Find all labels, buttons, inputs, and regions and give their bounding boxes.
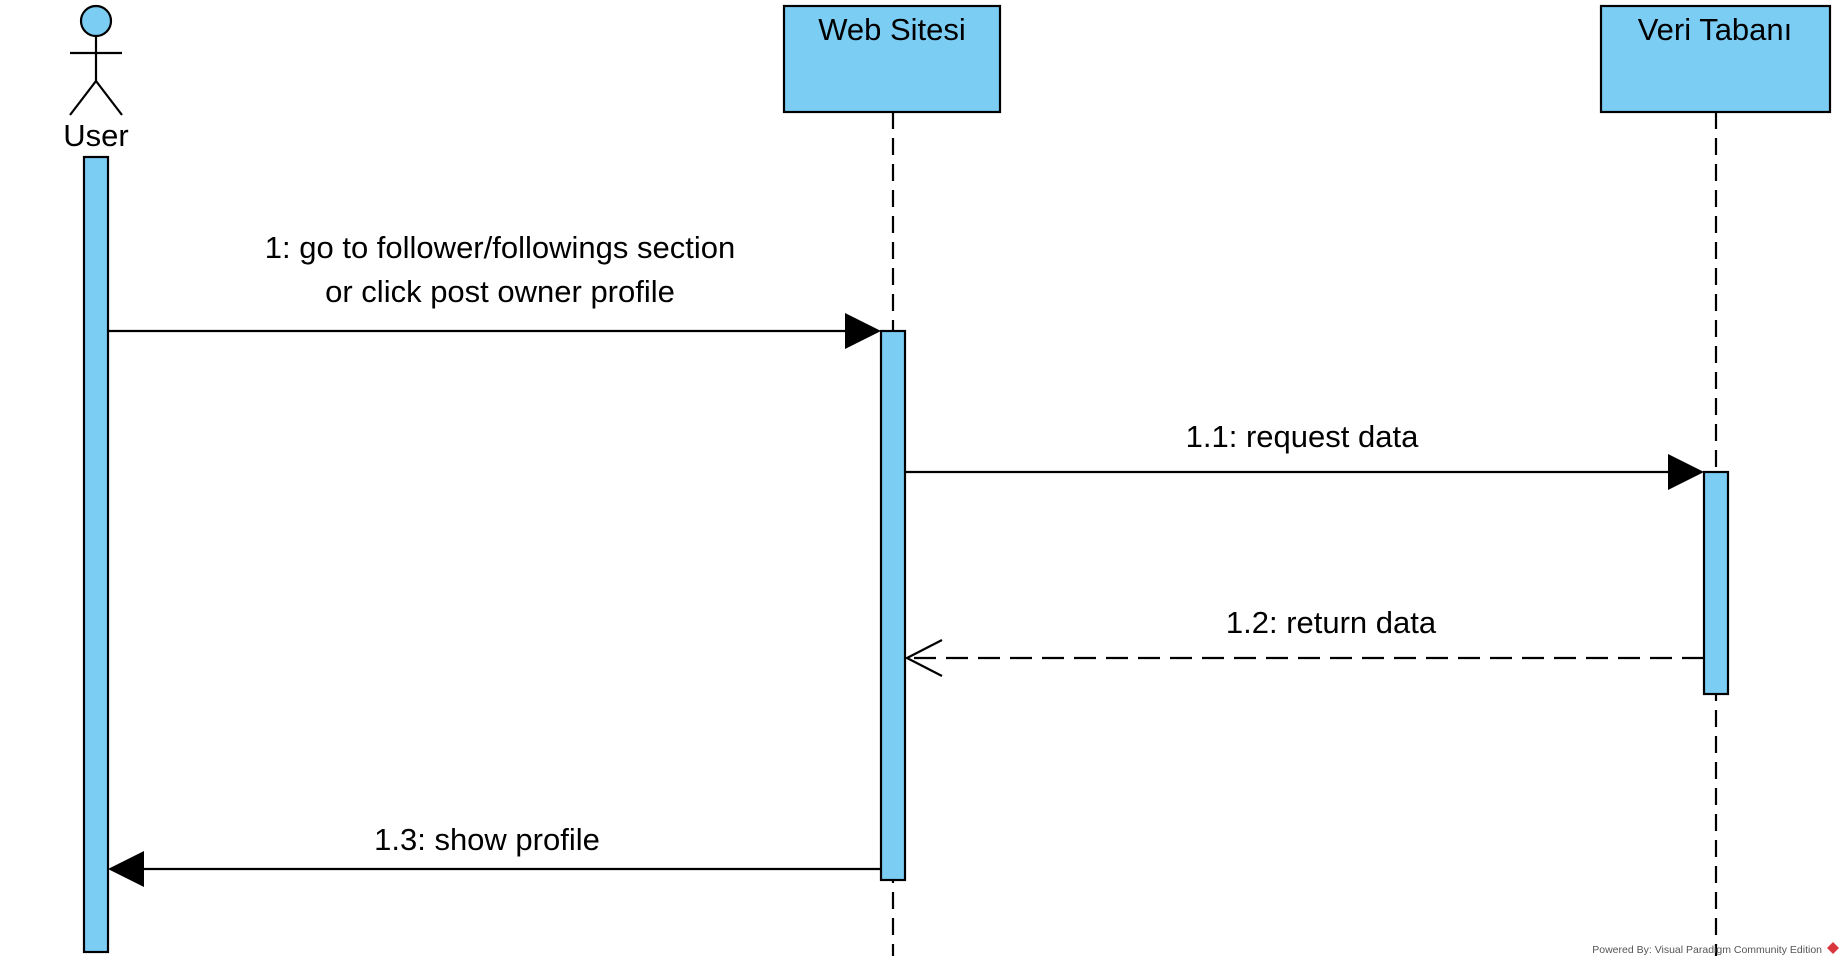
message-1-2[interactable]: 1.2: return data: [904, 605, 1704, 677]
web-sitesi-activation-bar[interactable]: [879, 329, 907, 882]
lifeline-web-sitesi[interactable]: Web Sitesi: [782, 4, 1002, 956]
actor-name: User: [63, 118, 128, 153]
message-1-1[interactable]: 1.1: request data: [905, 419, 1704, 490]
veri-tabani-activation-bar[interactable]: [1702, 470, 1730, 696]
message-1-3-arrowhead: [108, 851, 144, 887]
lifeline-header-veri-tabani[interactable]: [1599, 4, 1832, 114]
message-1-1-arrowhead: [1668, 454, 1704, 490]
message-1-2-label: 1.2: return data: [1226, 605, 1437, 640]
actor-user[interactable]: User: [63, 4, 129, 153]
actor-head: [79, 4, 113, 38]
watermark: Powered By: Visual Paradigm Community Ed…: [1592, 942, 1839, 956]
message-1-label-line1: 1: go to follower/followings section: [265, 230, 735, 265]
actor-right-leg: [95, 80, 123, 116]
lifeline-header-web-sitesi[interactable]: [782, 4, 1002, 114]
user-activation-bar[interactable]: [82, 155, 110, 954]
message-1[interactable]: 1: go to follower/followings section or …: [108, 230, 881, 349]
message-1-3[interactable]: 1.3: show profile: [108, 822, 881, 887]
message-1-1-label: 1.1: request data: [1186, 419, 1419, 454]
lifeline-name-veri-tabani: Veri Tabanı: [1638, 12, 1793, 47]
lifeline-veri-tabani[interactable]: Veri Tabanı: [1599, 4, 1832, 956]
lifeline-name-web-sitesi: Web Sitesi: [818, 12, 966, 47]
visual-paradigm-logo-icon: [1827, 942, 1839, 954]
message-1-3-label: 1.3: show profile: [374, 822, 600, 857]
watermark-text: Powered By: Visual Paradigm Community Ed…: [1592, 944, 1822, 956]
actor-left-leg: [69, 80, 97, 116]
message-1-arrowhead: [845, 313, 881, 349]
message-1-label-line2: or click post owner profile: [325, 274, 675, 309]
message-1-2-open-arrowhead: [904, 639, 943, 677]
